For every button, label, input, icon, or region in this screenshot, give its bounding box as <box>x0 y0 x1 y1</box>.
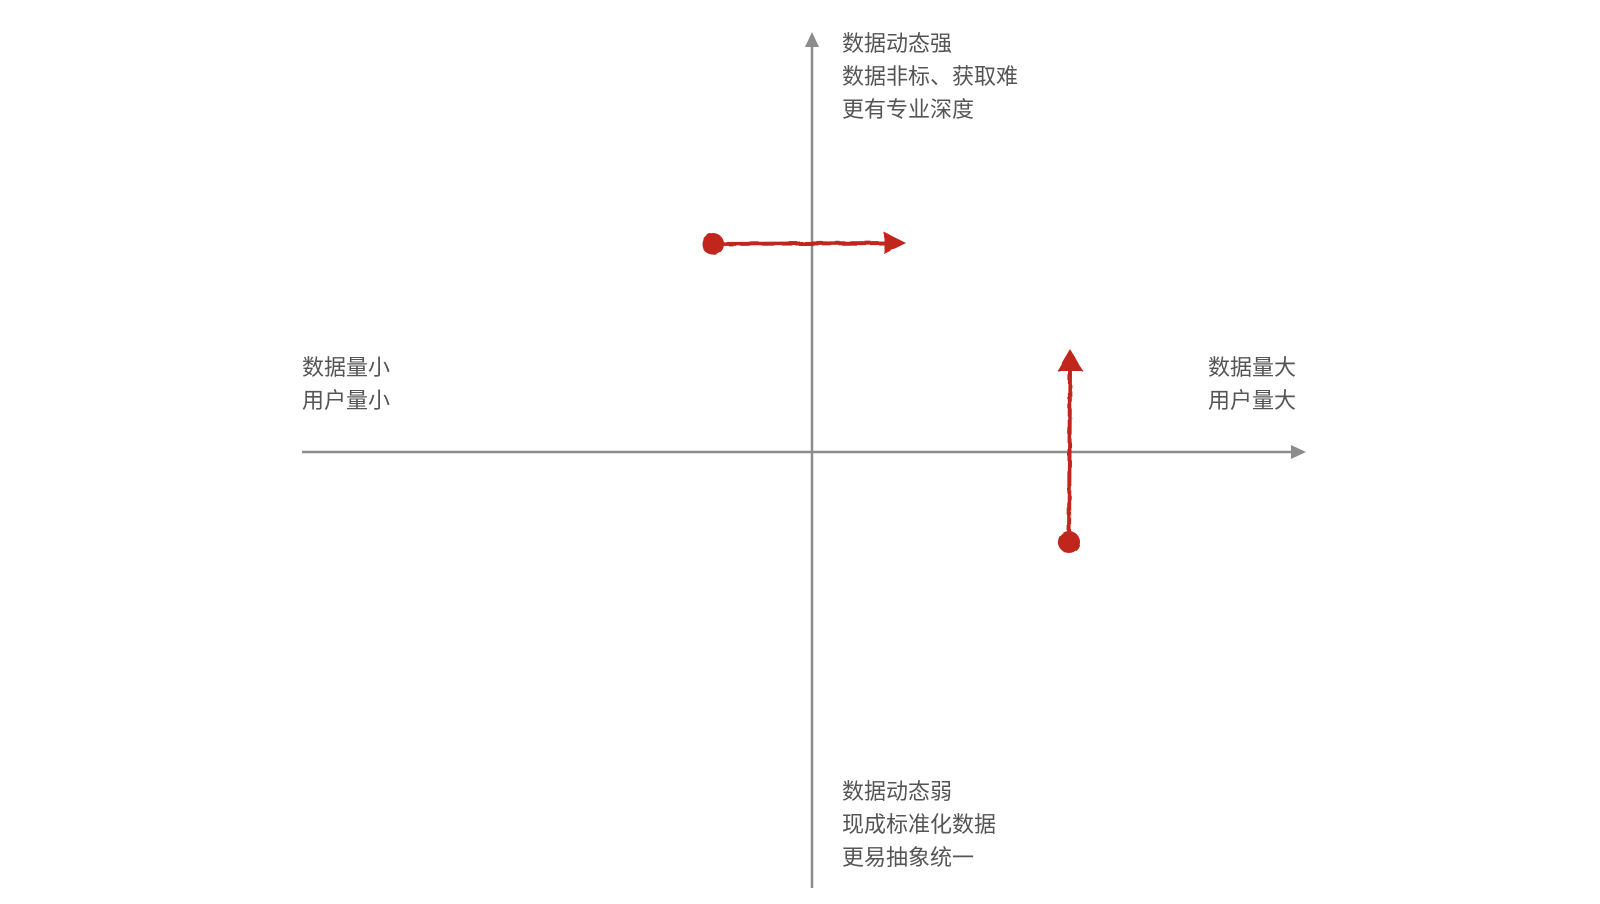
top-quadrant-label: 数据动态强 数据非标、获取难 更有专业深度 <box>842 28 1018 127</box>
top-label-line-2: 数据非标、获取难 <box>842 65 1019 90</box>
left-label-line-2: 用户量小 <box>302 389 391 414</box>
bottom-label-line-2: 现成标准化数据 <box>842 813 997 838</box>
right-label-line-1: 数据量大 <box>1208 356 1297 381</box>
x-axis-arrowhead <box>1291 445 1306 459</box>
bottom-label-line-1: 数据动态弱 <box>842 780 953 805</box>
right-label-line-2: 用户量大 <box>1208 389 1297 414</box>
bottom-quadrant-label: 数据动态弱 现成标准化数据 更易抽象统一 <box>842 776 996 875</box>
top-label-line-3: 更有专业深度 <box>842 98 975 123</box>
top-label-line-1: 数据动态强 <box>842 32 953 57</box>
y-axis-arrowhead <box>805 32 819 47</box>
bottom-label-line-3: 更易抽象统一 <box>842 846 975 871</box>
shift-up-arrow <box>1057 349 1083 553</box>
left-axis-label: 数据量小 用户量小 <box>302 352 390 418</box>
left-label-line-1: 数据量小 <box>302 356 391 381</box>
right-axis-label: 数据量大 用户量大 <box>1208 352 1296 418</box>
shift-right-arrow <box>702 232 906 255</box>
